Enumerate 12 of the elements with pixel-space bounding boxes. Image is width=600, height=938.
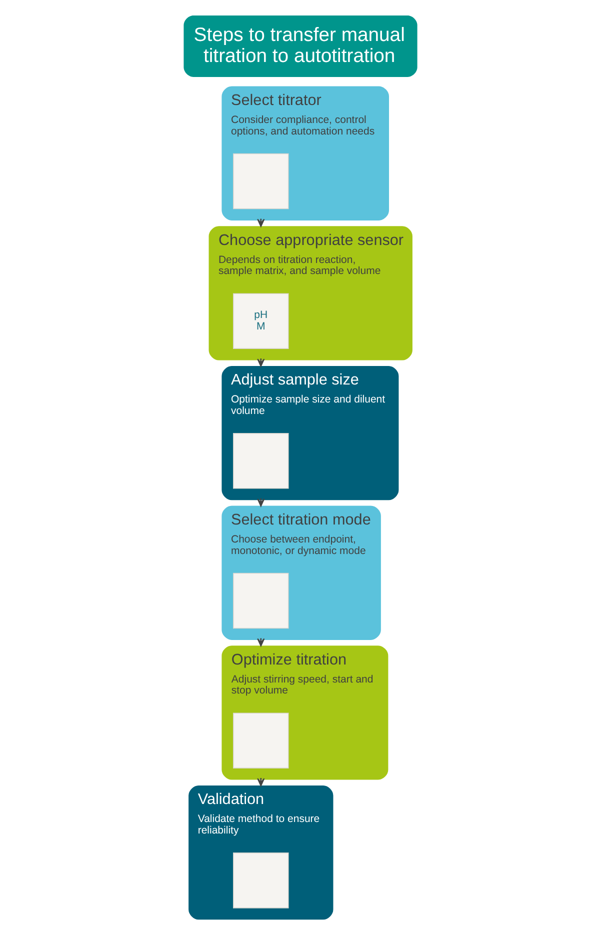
diagram-title: Steps to transfer manual titration to autotitration xyxy=(193,24,404,67)
cluster: Select titrator Consider compliance, control options, and automation needs xyxy=(221,86,388,220)
node-box xyxy=(232,572,288,629)
cluster: Select titration mode Choose between endpoint, monotonic, or dynamic mode xyxy=(221,506,380,640)
cluster: Optimize titration Adjust stirring speed, start and stop volume xyxy=(221,646,388,780)
node-box: pH M xyxy=(232,293,288,349)
node-box xyxy=(232,153,288,210)
node-box xyxy=(232,433,288,489)
node-box xyxy=(232,712,288,768)
cluster: Adjust sample size Optimize sample size and diluent volume xyxy=(221,366,398,500)
cluster: Validation Validate method to ensure reliability xyxy=(188,785,333,920)
node-box xyxy=(232,852,288,908)
